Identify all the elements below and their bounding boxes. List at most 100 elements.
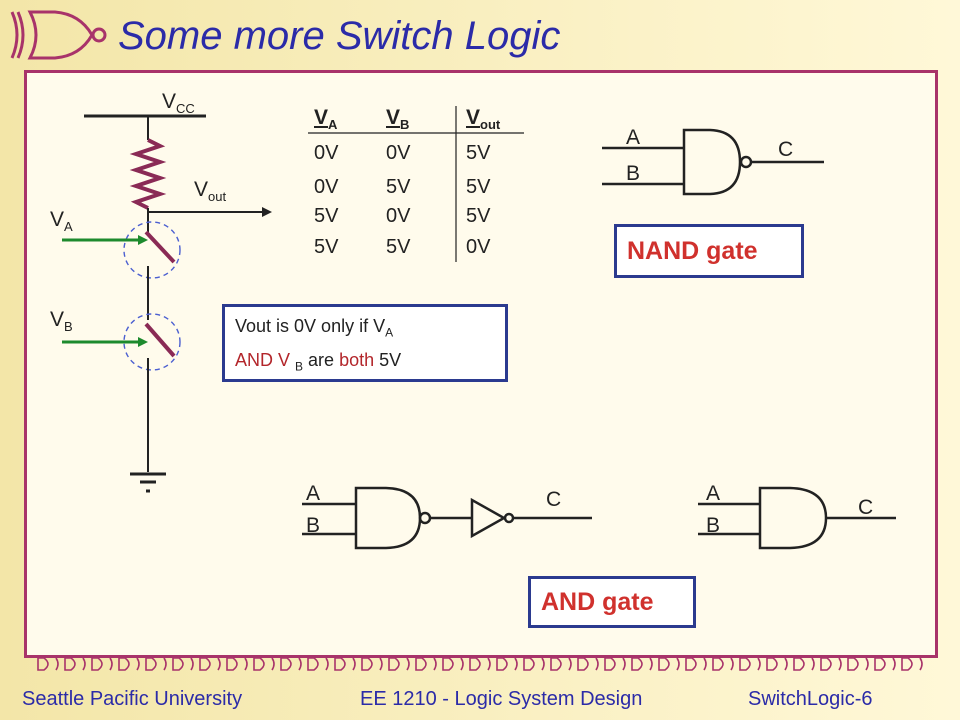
table-cell: 5V: [466, 176, 491, 198]
note-line-2: AND V B are both 5V: [235, 349, 402, 374]
va-arrow-icon: [138, 235, 148, 245]
footer-gate-glyph: [325, 657, 329, 671]
footer-gate-glyph: [460, 657, 464, 671]
switch-b: [144, 322, 176, 358]
nand-inv-label-c: C: [546, 488, 562, 511]
footer-gate-glyph: [109, 657, 113, 671]
footer-gate-glyph: [361, 657, 373, 671]
table-cell: 5V: [314, 236, 339, 258]
switch-b-circle: [123, 313, 181, 371]
footer-gate-glyph: [847, 657, 859, 671]
table-cell: 0V: [386, 205, 411, 227]
footer-gate-glyph: [793, 657, 805, 671]
table-header-va: VA: [314, 106, 338, 133]
footer-gate-glyph: [541, 657, 545, 671]
footer-gate-glyph: [514, 657, 518, 671]
footer-gate-glyph: [730, 657, 734, 671]
footer-gate-glyph: [784, 657, 788, 671]
footer-gate-glyph: [892, 657, 896, 671]
explanation-note: Vout is 0V only if VA AND V B are both 5…: [222, 304, 508, 382]
vcc-label: VCC: [162, 90, 195, 117]
footer-gate-glyph: [91, 657, 103, 671]
footer-gate-glyph: [865, 657, 869, 671]
footer-gate-glyph: [271, 657, 275, 671]
footer-gate-glyph: [703, 657, 707, 671]
nand-gate-label-box: NAND gate: [614, 224, 804, 278]
footer-gate-glyph: [604, 657, 616, 671]
footer-gate-glyph: [379, 657, 383, 671]
note-line-1: Vout is 0V only if VA: [235, 316, 394, 340]
vb-label: VB: [50, 308, 73, 335]
footer-gate-glyph: [577, 657, 589, 671]
footer-gate-glyph: [415, 657, 427, 671]
footer-gate-glyph: [766, 657, 778, 671]
and-gate-label-box: AND gate: [528, 576, 696, 628]
ground-icon: [130, 472, 166, 493]
footer-gate-glyph: [550, 657, 562, 671]
footer-gate-glyph: [433, 657, 437, 671]
footer-gate-glyph: [874, 657, 886, 671]
footer-gate-glyph: [442, 657, 454, 671]
footer-gate-strip: [37, 657, 923, 671]
footer-gate-glyph: [172, 657, 184, 671]
nand-inverter-symbol: [302, 486, 592, 550]
footer-gate-glyph: [37, 657, 49, 671]
nand-gate-symbol: [602, 128, 824, 196]
table-cell: 0V: [314, 176, 339, 198]
footer-gate-glyph: [649, 657, 653, 671]
footer-gate-glyph: [55, 657, 59, 671]
nand-label-b: B: [626, 162, 641, 185]
footer-gate-glyph: [253, 657, 265, 671]
page-title: Some more Switch Logic: [118, 14, 561, 58]
nand-label-a: A: [626, 126, 641, 149]
vout-label: Vout: [194, 178, 227, 205]
nand-label-c: C: [778, 138, 794, 161]
footer-gate-glyph: [685, 657, 697, 671]
footer-gate-glyph: [919, 657, 923, 671]
footer-gate-glyph: [676, 657, 680, 671]
footer-gate-glyph: [199, 657, 211, 671]
footer-gate-glyph: [388, 657, 400, 671]
table-cell: 0V: [314, 142, 339, 164]
table-cell: 5V: [386, 236, 411, 258]
table-cell: 5V: [386, 176, 411, 198]
footer-university: Seattle Pacific University: [22, 688, 243, 710]
footer-gate-glyph: [838, 657, 842, 671]
footer-gate-glyph: [334, 657, 346, 671]
switch-a-circle: [123, 221, 181, 279]
footer-gate-glyph: [901, 657, 913, 671]
footer-gate-glyph: [757, 657, 761, 671]
footer-gate-glyph: [163, 657, 167, 671]
resistor: [129, 138, 167, 210]
logo-gate-icon: [10, 10, 107, 60]
footer-gate-glyph: [352, 657, 356, 671]
footer-gate-glyph: [298, 657, 302, 671]
footer-gate-glyph: [469, 657, 481, 671]
footer-gate-glyph: [217, 657, 221, 671]
and-label-a: A: [706, 482, 721, 505]
table-cell: 0V: [466, 236, 491, 258]
table-cell: 5V: [466, 205, 491, 227]
footer-gate-glyph: [226, 657, 238, 671]
footer-gate-glyph: [631, 657, 643, 671]
footer-gate-glyph: [406, 657, 410, 671]
footer-gate-glyph: [82, 657, 86, 671]
nand-inv-label-b: B: [306, 514, 321, 537]
footer-gate-glyph: [658, 657, 670, 671]
footer-gate-glyph: [145, 657, 157, 671]
footer-gate-glyph: [64, 657, 76, 671]
table-cell: 5V: [314, 205, 339, 227]
vb-arrow-icon: [138, 337, 148, 347]
footer-gate-glyph: [820, 657, 832, 671]
and-label-c: C: [858, 496, 874, 519]
table-cell: 5V: [466, 142, 491, 164]
footer-gate-glyph: [568, 657, 572, 671]
table-header-vout: Vout: [466, 106, 501, 133]
footer-gate-glyph: [244, 657, 248, 671]
footer-gate-glyph: [496, 657, 508, 671]
vout-arrow-icon: [262, 207, 272, 217]
footer-gate-glyph: [712, 657, 724, 671]
footer-gate-glyph: [118, 657, 130, 671]
footer-gate-glyph: [487, 657, 491, 671]
